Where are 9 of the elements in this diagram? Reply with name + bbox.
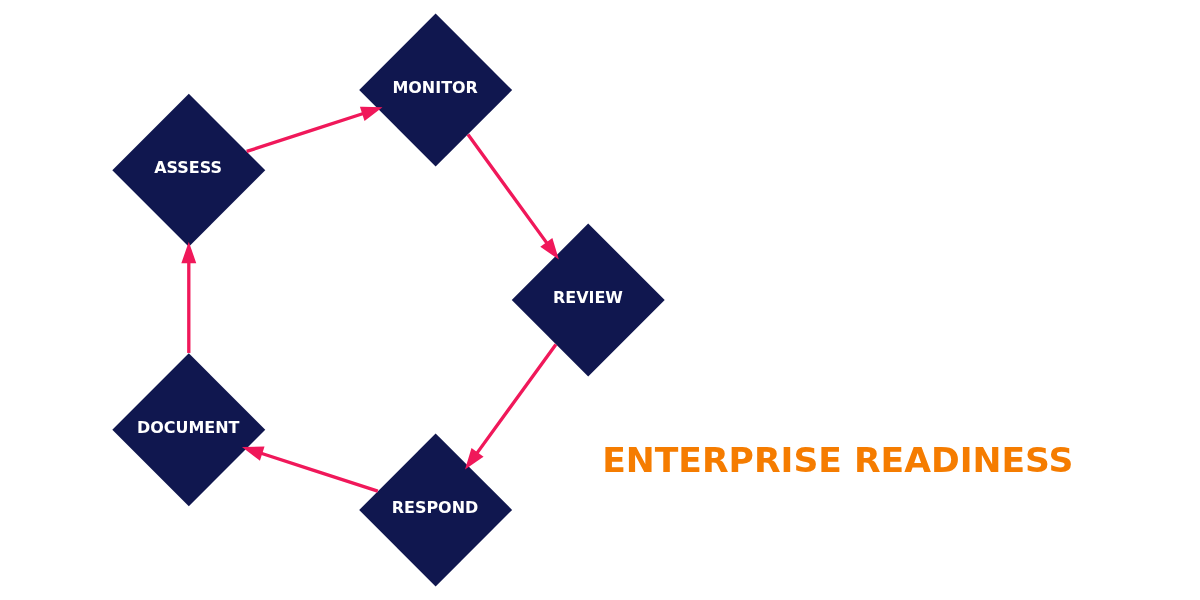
- arrow: [181, 241, 197, 353]
- arrow: [466, 133, 559, 260]
- arrow: [465, 343, 558, 470]
- label: ENTERPRISE READINESS: [602, 439, 1074, 480]
- node-diamond: REVIEW: [511, 223, 665, 377]
- node-diamond: ASSESS: [112, 93, 266, 247]
- arrow: [246, 106, 383, 153]
- node-diamond: RESPOND: [359, 433, 513, 587]
- arrow: [241, 446, 379, 493]
